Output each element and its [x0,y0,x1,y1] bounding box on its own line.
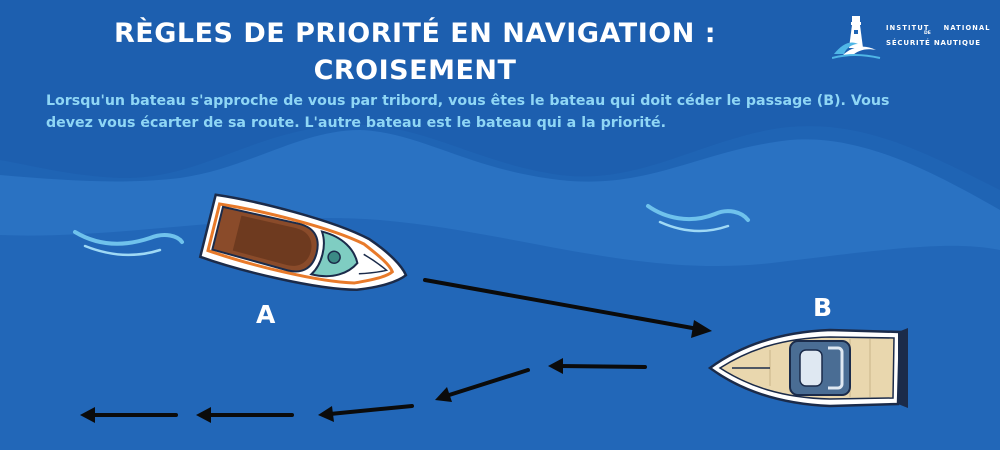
boat-b [707,328,908,408]
arrow-boat-b-avoid-2 [435,368,530,402]
logo-word-national: NATIONAL [943,24,991,32]
logo-icon [832,16,881,59]
arrow-boat-b-avoid-5 [80,407,178,423]
logo-text-line3: SÉCURITÉ NAUTIQUE [886,39,981,47]
logo-text-line2: DE [924,31,931,36]
boat-a-label: A [256,300,276,329]
arrow-boat-b-avoid-3 [318,404,414,422]
logo-text-line1: INSTITUT NATIONAL [886,24,991,32]
wave-decoration-left [73,230,184,257]
page-title-line1: RÈGLES DE PRIORITÉ EN NAVIGATION : [113,18,717,49]
arrow-boat-a-course [423,278,712,338]
arrow-boat-b-avoid-4 [196,407,294,423]
wave-decoration-right [646,204,750,233]
sea-upper-band [0,0,1000,190]
logo-word-institut: INSTITUT [886,24,930,32]
sea-lower-band [0,217,1000,450]
course-arrows [80,278,712,423]
page-title-line2: CROISEMENT [313,55,517,86]
rule-description: Lorsqu'un bateau s'approche de vous par … [46,93,890,131]
boat-b-label: B [813,293,833,322]
boat-a [198,193,408,291]
arrow-boat-b-avoid-1 [548,358,647,374]
